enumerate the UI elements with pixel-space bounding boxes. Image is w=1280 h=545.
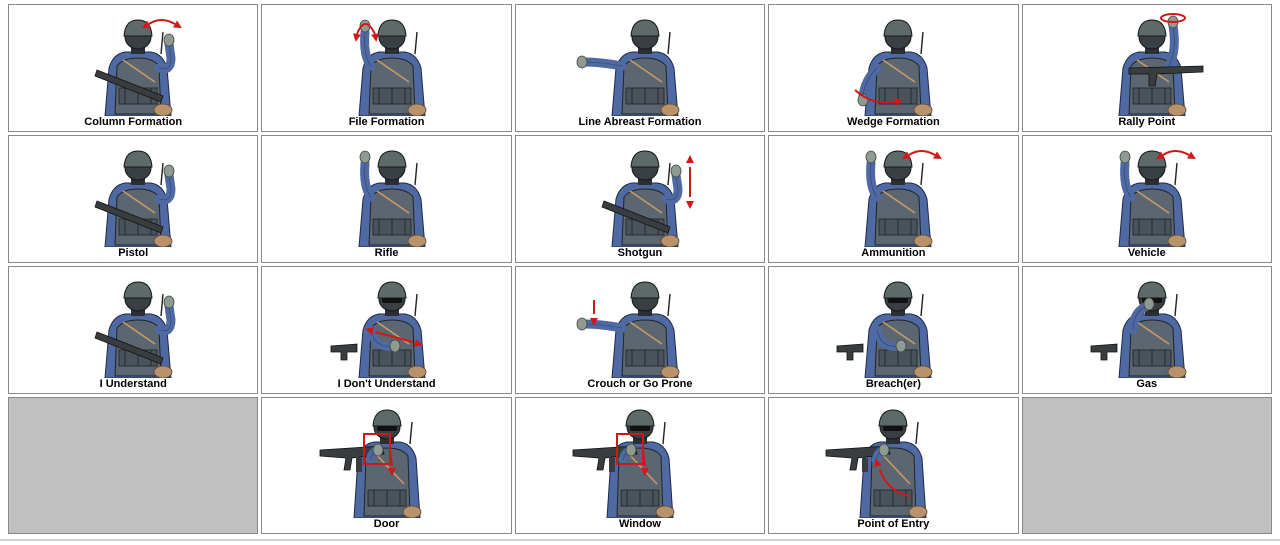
signal-cell: Ammunition xyxy=(768,135,1019,263)
signal-cell: Vehicle xyxy=(1021,135,1272,263)
empty-cell xyxy=(1021,397,1272,534)
signal-label: Point of Entry xyxy=(857,518,930,530)
signal-cell: I Understand xyxy=(8,266,259,394)
breacher-signal-icon xyxy=(769,272,1017,378)
signal-cell: Point of Entry xyxy=(768,397,1019,534)
signal-label: Shotgun xyxy=(617,247,663,259)
signal-label: Wedge Formation xyxy=(847,116,940,128)
signal-cell: Window xyxy=(514,397,766,534)
door-signal-icon xyxy=(262,400,510,518)
line-abreast-formation-signal-icon xyxy=(516,10,764,116)
empty-cell xyxy=(8,397,259,534)
signal-row: Pistol Rifle Shotgun Ammunition Vehicle xyxy=(8,135,1272,263)
signal-row: I Understand I Don't Understand Crouch or … xyxy=(8,266,1272,394)
bottom-rule xyxy=(0,539,1280,541)
window-signal-icon xyxy=(516,400,764,518)
signal-cell: File Formation xyxy=(261,4,512,132)
signal-label: I Don't Understand xyxy=(337,378,436,390)
pistol-signal-icon xyxy=(9,141,257,247)
signal-cell: Rifle xyxy=(261,135,512,263)
signal-cell: Crouch or Go Prone xyxy=(514,266,766,394)
ammunition-signal-icon xyxy=(769,141,1017,247)
signal-label: Crouch or Go Prone xyxy=(587,378,693,390)
signal-label: Door xyxy=(373,518,400,530)
signal-label: Rally Point xyxy=(1118,116,1176,128)
signal-cell: Rally Point xyxy=(1021,4,1272,132)
signal-label: Vehicle xyxy=(1127,247,1166,259)
signal-cell: Shotgun xyxy=(514,135,766,263)
signal-row: Column Formation File Formation Line Abrea… xyxy=(8,4,1272,132)
crouch-or-go-prone-signal-icon xyxy=(516,272,764,378)
gas-signal-icon xyxy=(1023,272,1271,378)
signal-label: Column Formation xyxy=(84,116,183,128)
i-dont-understand-signal-icon xyxy=(262,272,510,378)
signal-label: File Formation xyxy=(348,116,425,128)
signal-row: Door Window Point of Entry xyxy=(8,397,1272,534)
signal-cell: Line Abreast Formation xyxy=(514,4,766,132)
signal-cell: Column Formation xyxy=(8,4,259,132)
signal-label: Ammunition xyxy=(861,247,926,259)
signal-cell: Door xyxy=(261,397,512,534)
signal-label: Rifle xyxy=(374,247,399,259)
shotgun-signal-icon xyxy=(516,141,764,247)
i-understand-signal-icon xyxy=(9,272,257,378)
signal-cell: Breach(er) xyxy=(768,266,1019,394)
signal-label: Window xyxy=(618,518,661,530)
rally-point-signal-icon xyxy=(1023,10,1271,116)
signal-cell: Wedge Formation xyxy=(768,4,1019,132)
signal-label: Breach(er) xyxy=(865,378,921,390)
rifle-signal-icon xyxy=(262,141,510,247)
signal-label: Pistol xyxy=(118,247,149,259)
signal-cell: I Don't Understand xyxy=(261,266,512,394)
file-formation-signal-icon xyxy=(262,10,510,116)
signal-label: Line Abreast Formation xyxy=(578,116,702,128)
column-formation-signal-icon xyxy=(9,10,257,116)
vehicle-signal-icon xyxy=(1023,141,1271,247)
point-of-entry-signal-icon xyxy=(769,400,1017,518)
signal-label: Gas xyxy=(1136,378,1158,390)
signal-cell: Gas xyxy=(1021,266,1272,394)
signal-cell: Pistol xyxy=(8,135,259,263)
signal-label: I Understand xyxy=(99,378,167,390)
wedge-formation-signal-icon xyxy=(769,10,1017,116)
hand-signals-grid: Column Formation File Formation Line Abrea… xyxy=(5,1,1275,537)
